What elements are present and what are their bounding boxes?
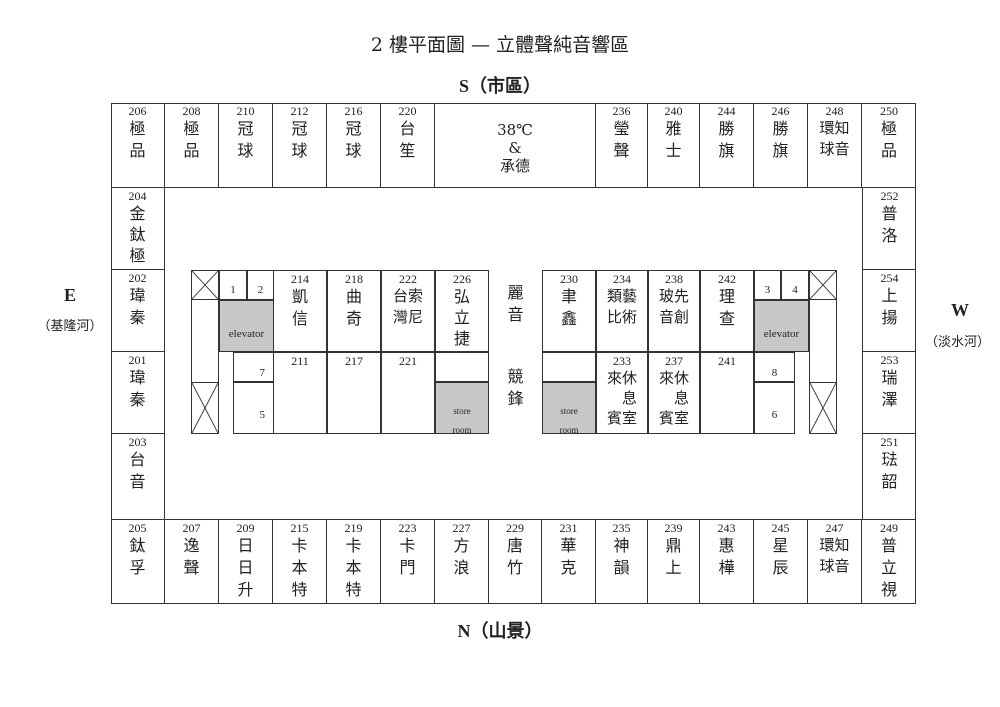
booth-38c-chengde[interactable]: 38℃ & 承德: [435, 103, 596, 188]
stair-column-left: [191, 300, 219, 382]
corridor-block-right: [542, 352, 596, 382]
stairwell-right-top: [809, 270, 837, 300]
booth-211[interactable]: 211: [273, 352, 327, 434]
booth-jingfeng[interactable]: 競 鋒: [507, 367, 524, 408]
booth-221[interactable]: 221: [381, 352, 435, 434]
direction-north: N（山景）: [457, 621, 543, 641]
floor-plan-frame: [111, 103, 916, 604]
direction-east: E: [63, 285, 76, 305]
booth-241[interactable]: 241: [700, 352, 754, 434]
booth-6[interactable]: 6: [754, 382, 795, 434]
booth-liyin[interactable]: 麗 音: [507, 283, 524, 324]
stairwell-right-bottom: [809, 382, 837, 434]
direction-west: W: [951, 300, 969, 320]
booth-217[interactable]: 217: [327, 352, 381, 434]
direction-east-river: （基隆河）: [37, 319, 103, 334]
direction-south: S（市區）: [458, 76, 541, 96]
booth-4[interactable]: 4: [781, 270, 809, 300]
elevator-right: elevator: [754, 300, 809, 352]
store-room-left: store room: [435, 382, 489, 435]
store-room-right: store room: [542, 382, 596, 435]
booth-2[interactable]: 2: [247, 270, 274, 300]
stairwell-left-bottom: [191, 382, 219, 434]
booth-3[interactable]: 3: [754, 270, 781, 300]
corridor-block-left: [435, 352, 489, 382]
stair-column-right: [809, 300, 837, 382]
booth-5[interactable]: 5: [233, 382, 274, 434]
page-title: 2 樓平面圖 — 立體聲純音響區: [370, 34, 630, 56]
direction-west-river: （淡水河）: [924, 335, 990, 350]
booth-8[interactable]: 8: [754, 352, 795, 382]
elevator-left: elevator: [219, 300, 274, 352]
stairwell-left-top: [191, 270, 219, 300]
booth-7[interactable]: 7: [233, 352, 274, 382]
booth-1[interactable]: 1: [219, 270, 247, 300]
